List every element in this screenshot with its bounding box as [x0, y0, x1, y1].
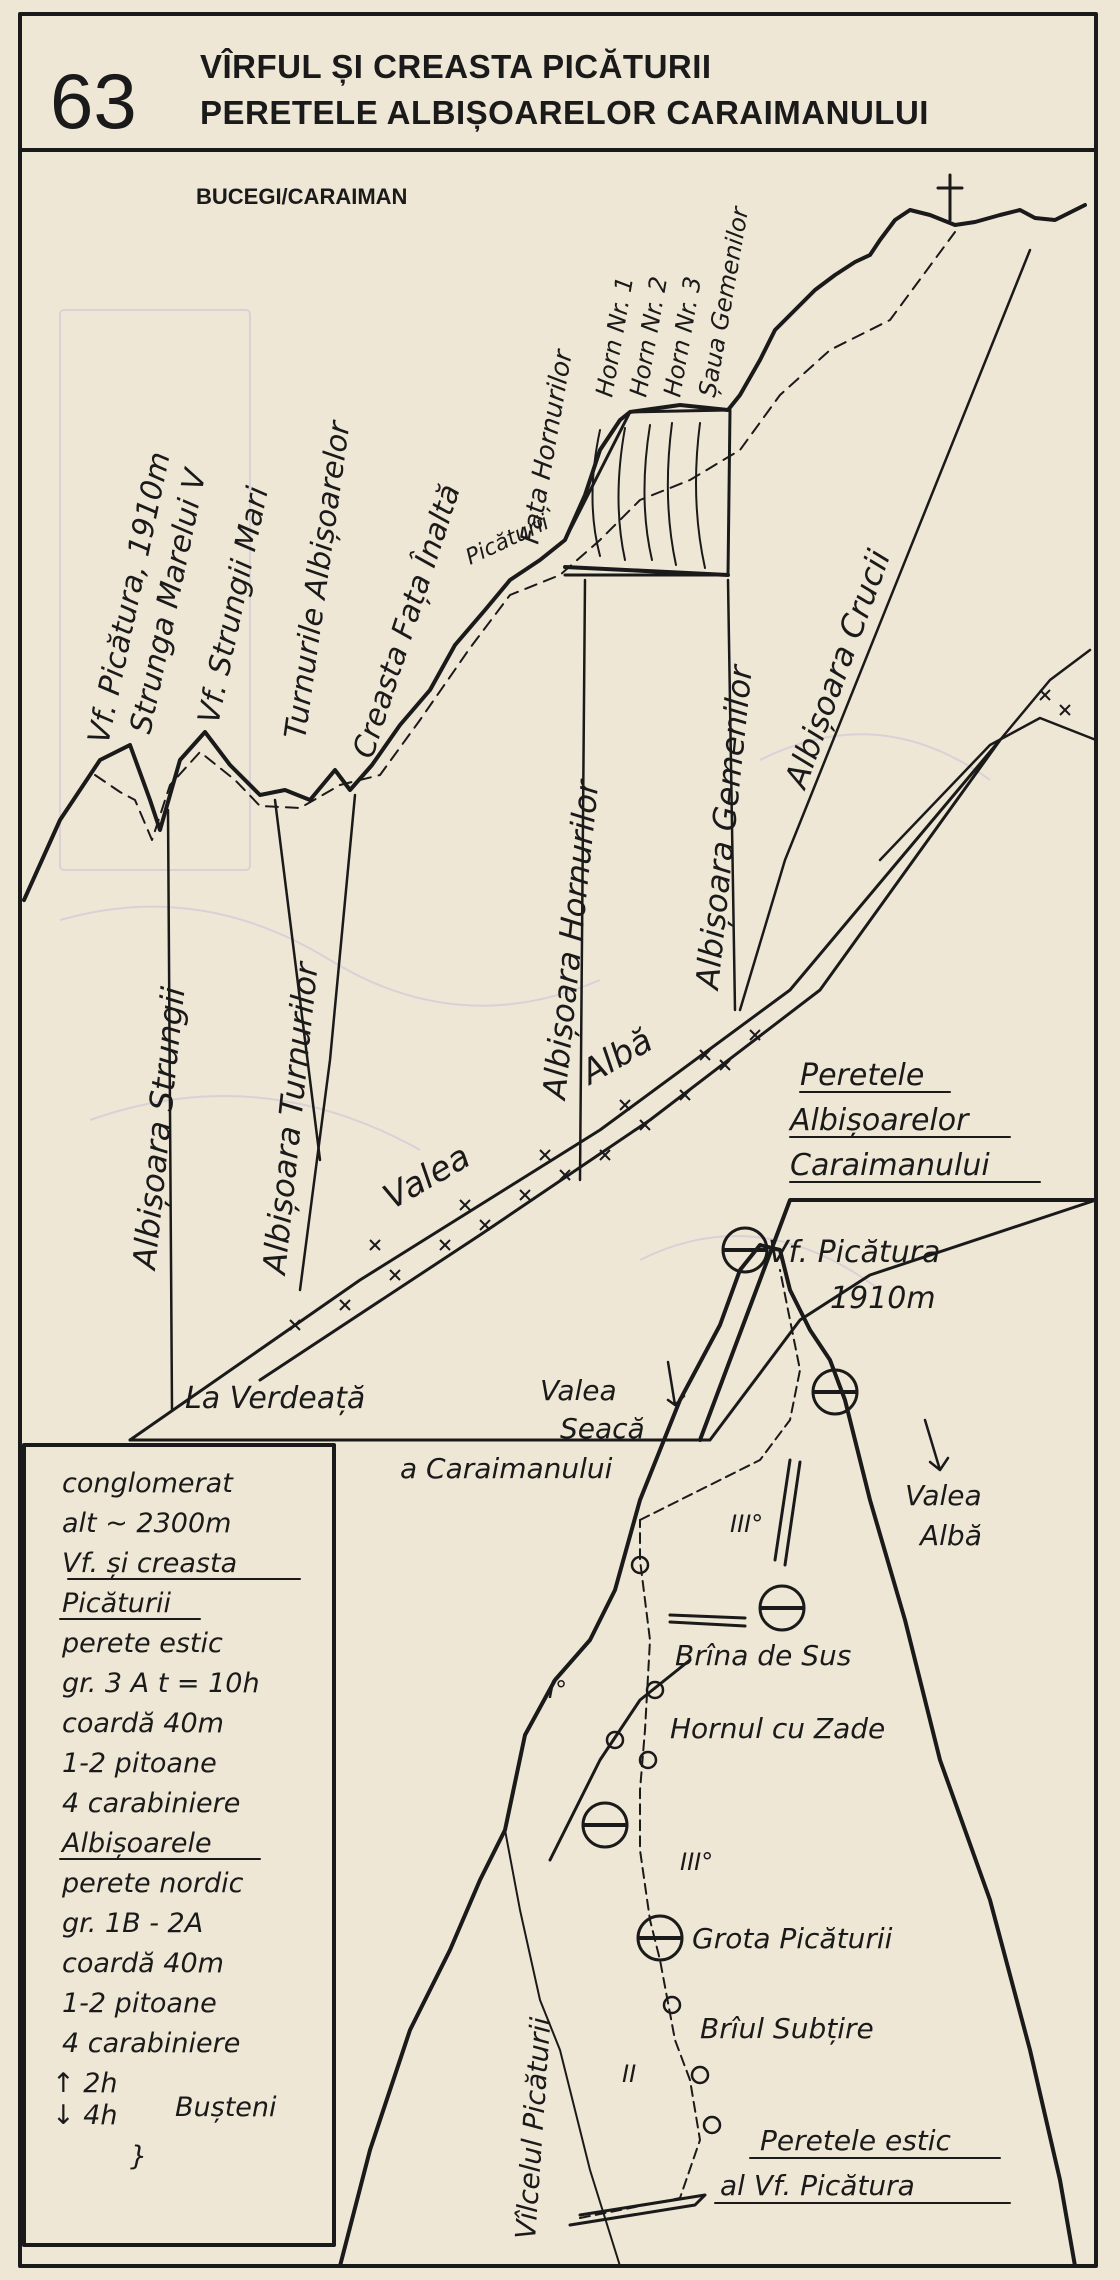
label-summit-alt: 1910m — [830, 1281, 936, 1316]
legend-line: perete nordic — [61, 1868, 244, 1899]
title-line-1: VÎRFUL ȘI CREASTA PICĂTURII — [200, 48, 712, 86]
legend-line: ↓ 4h — [52, 2100, 118, 2131]
wall-name-block: Peretele Albișoarelor Caraimanului — [788, 1058, 1041, 1183]
legend-line: coardă 40m — [62, 1708, 224, 1739]
label-valea: Valea — [377, 1137, 478, 1218]
wall-name-1: Peretele — [800, 1058, 924, 1093]
label-albisoara-strungii: Albișoara Strungii — [125, 985, 193, 1273]
ridge-labels: Vf. Picătura, 1910m Strunga Marelui V Vf… — [82, 203, 755, 763]
legend-line: alt ~ 2300m — [62, 1508, 231, 1539]
legend-line: perete estic — [61, 1628, 223, 1659]
legend-line: gr. 3 A t = 10h — [62, 1668, 260, 1699]
belay-stations — [581, 1226, 859, 1962]
page-frame — [18, 12, 1098, 2268]
grade-3: III° — [680, 1848, 713, 1876]
inset-top-border — [698, 1198, 1098, 1442]
background-texture — [59, 309, 991, 1291]
label-wall-east-1: Peretele estic — [760, 2124, 952, 2157]
label-wall-east-2: al Vf. Picătura — [720, 2169, 915, 2202]
label-briul: Brîul Subțire — [700, 2012, 874, 2045]
legend-line: coardă 40m — [62, 1948, 224, 1979]
legend-line: Vf. și creasta — [62, 1548, 237, 1579]
legend-line: 4 carabiniere — [62, 2028, 240, 2059]
label-alba: Albă — [573, 1021, 660, 1094]
label-summit: Vf. Picătura — [768, 1235, 940, 1270]
legend-line: 4 carabiniere — [62, 1788, 240, 1819]
station-brina — [758, 1584, 806, 1632]
legend-line: ↑ 2h — [52, 2068, 118, 2099]
legend-line: 1-2 pitoane — [62, 1988, 217, 2019]
label-hornul: Hornul cu Zade — [670, 1712, 885, 1745]
label-grota: Grota Picăturii — [692, 1922, 893, 1955]
sheet-number: 63 — [50, 57, 137, 145]
grade-2: I° — [548, 1676, 567, 1704]
east-face-profile — [338, 1243, 1077, 2268]
label-valea-seaca-1: Valea — [540, 1374, 617, 1407]
label-valea-seaca-3: a Caraimanului — [400, 1452, 613, 1485]
station-summit — [721, 1226, 769, 1274]
legend-line: Albișoarele — [60, 1828, 212, 1859]
lower-wall-edge — [128, 1198, 1098, 1442]
region-label: BUCEGI/CARAIMAN — [196, 184, 407, 209]
valley-lines — [166, 248, 1098, 1412]
scree-crosses — [289, 689, 1071, 1331]
ridge-profile — [22, 173, 1087, 902]
label-valea-alba-1: Valea — [905, 1479, 982, 1512]
legend-line: gr. 1B - 2A — [62, 1908, 203, 1939]
label-valea-seaca-2: Seacă — [560, 1412, 645, 1445]
valley-arrows — [666, 1360, 950, 1472]
face-labels: Vf. Picătura 1910m Valea Seacă a Caraima… — [400, 1235, 1011, 2241]
pitons — [605, 1555, 722, 2135]
grade-4: II — [622, 2060, 636, 2088]
wall-name-3: Caraimanului — [790, 1148, 990, 1183]
legend-line: conglomerat — [62, 1468, 234, 1499]
grade-1: III° — [730, 1510, 763, 1538]
legend-line: Picăturii — [62, 1588, 171, 1619]
station-hornul — [581, 1801, 629, 1849]
station-2 — [811, 1368, 859, 1416]
label-albisoara-crucii: Albișoara Crucii — [776, 545, 898, 795]
title-line-2: PERETELE ALBIȘOARELOR CARAIMANULUI — [200, 94, 929, 132]
label-albisoara-gemenilor: Albișoara Gemenilor — [688, 662, 760, 993]
legend-brace: } — [130, 2141, 147, 2172]
label-fata-hornurilor: Fața Hornurilor — [515, 346, 579, 547]
label-turnurile: Turnurile Albișoarelor — [278, 418, 357, 742]
label-brina: Brîna de Sus — [675, 1639, 851, 1672]
summit-cross-icon — [936, 173, 964, 222]
valea-alba-upper-edge — [128, 738, 1002, 1442]
station-grota — [636, 1914, 684, 1962]
label-vf-strungii: Vf. Strungii Mari — [192, 483, 276, 727]
label-valea-alba-2: Albă — [918, 1519, 982, 1552]
label-la-verdeata: La Verdeață — [185, 1381, 365, 1416]
legend-line: 1-2 pitoane — [62, 1748, 217, 1779]
label-vilcelul: Vîlcelul Picăturii — [509, 2016, 557, 2241]
wall-name-2: Albișoarelor — [788, 1103, 970, 1138]
legend-line: Bușteni — [175, 2092, 277, 2123]
